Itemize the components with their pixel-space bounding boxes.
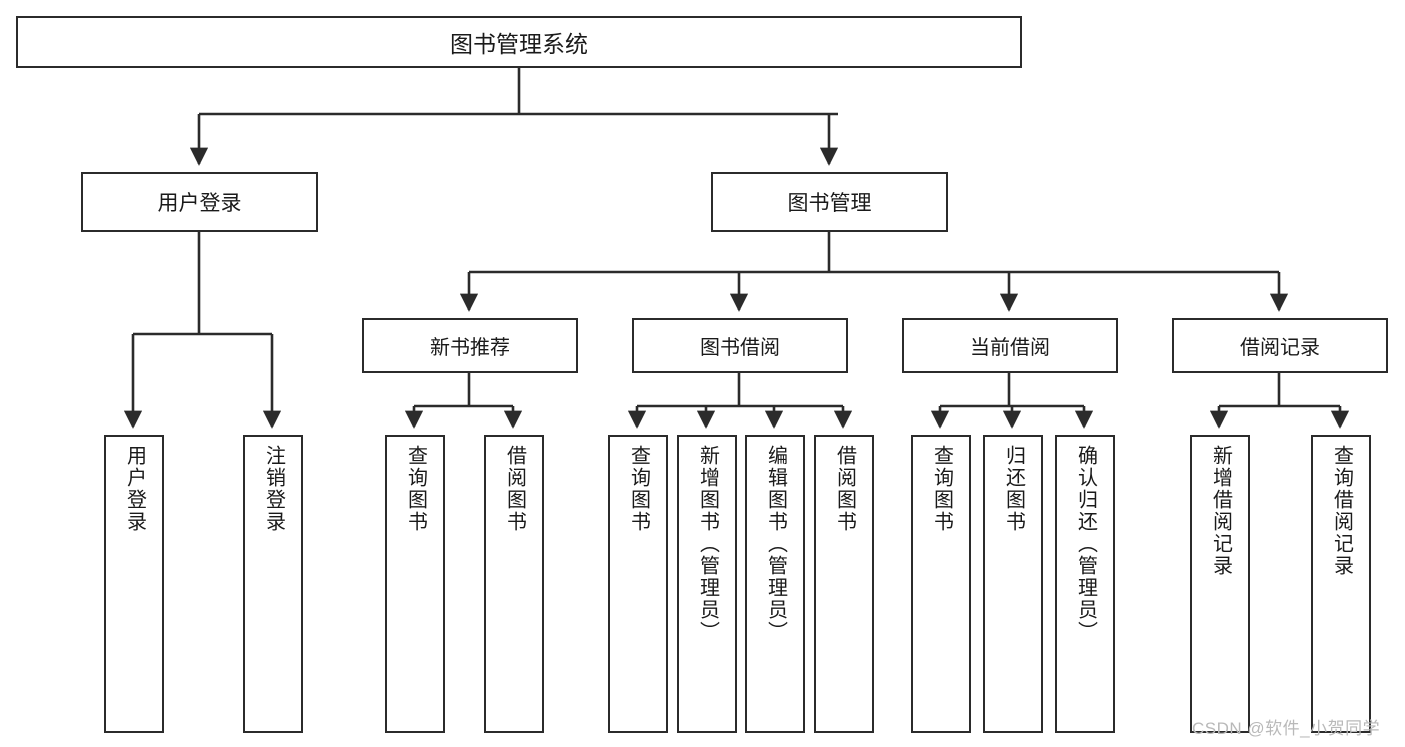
node-root-label: 图书管理系统 (450, 31, 588, 57)
leaf-query-record[interactable]: 查询借阅记录 (1311, 435, 1371, 733)
node-borrow-record[interactable]: 借阅记录 (1172, 318, 1388, 373)
leaf-user-login-label: 用户登录 (123, 445, 146, 533)
leaf-return-book[interactable]: 归还图书 (983, 435, 1043, 733)
leaf-add-record-label: 新增借阅记录 (1209, 445, 1232, 577)
leaf-edit-book-label: 编辑图书（管理员） (764, 445, 787, 643)
node-root[interactable]: 图书管理系统 (16, 16, 1022, 68)
leaf-user-logout-label: 注销登录 (262, 445, 285, 533)
leaf-query-book-3-label: 查询图书 (930, 445, 953, 533)
node-book-borrow-label: 图书借阅 (700, 337, 780, 359)
leaf-add-book-label: 新增图书（管理员） (696, 445, 719, 643)
leaf-return-book-label: 归还图书 (1002, 445, 1025, 533)
node-new-book-rec-label: 新书推荐 (430, 337, 510, 359)
leaf-confirm-return[interactable]: 确认归还（管理员） (1055, 435, 1115, 733)
leaf-query-book-1-label: 查询图书 (404, 445, 427, 533)
leaf-borrow-book-2-label: 借阅图书 (833, 445, 856, 533)
leaf-query-record-label: 查询借阅记录 (1330, 445, 1353, 577)
leaf-add-book[interactable]: 新增图书（管理员） (677, 435, 737, 733)
leaf-borrow-book-2[interactable]: 借阅图书 (814, 435, 874, 733)
node-new-book-rec[interactable]: 新书推荐 (362, 318, 578, 373)
csdn-watermark: CSDN @软件_小贺同学 (1192, 719, 1381, 738)
leaf-borrow-book-1[interactable]: 借阅图书 (484, 435, 544, 733)
node-borrow-record-label: 借阅记录 (1240, 337, 1320, 359)
leaf-query-book-2-label: 查询图书 (627, 445, 650, 533)
node-user-login-label: 用户登录 (157, 192, 242, 215)
node-user-login[interactable]: 用户登录 (81, 172, 318, 232)
leaf-query-book-1[interactable]: 查询图书 (385, 435, 445, 733)
leaf-query-book-2[interactable]: 查询图书 (608, 435, 668, 733)
node-book-manage-label: 图书管理 (787, 192, 872, 215)
leaf-edit-book[interactable]: 编辑图书（管理员） (745, 435, 805, 733)
leaf-confirm-return-label: 确认归还（管理员） (1074, 445, 1097, 643)
node-book-borrow[interactable]: 图书借阅 (632, 318, 848, 373)
leaf-user-login[interactable]: 用户登录 (104, 435, 164, 733)
leaf-user-logout[interactable]: 注销登录 (243, 435, 303, 733)
node-book-manage[interactable]: 图书管理 (711, 172, 948, 232)
node-current-borrow[interactable]: 当前借阅 (902, 318, 1118, 373)
leaf-borrow-book-1-label: 借阅图书 (503, 445, 526, 533)
leaf-add-record[interactable]: 新增借阅记录 (1190, 435, 1250, 733)
node-current-borrow-label: 当前借阅 (970, 337, 1050, 359)
leaf-query-book-3[interactable]: 查询图书 (911, 435, 971, 733)
